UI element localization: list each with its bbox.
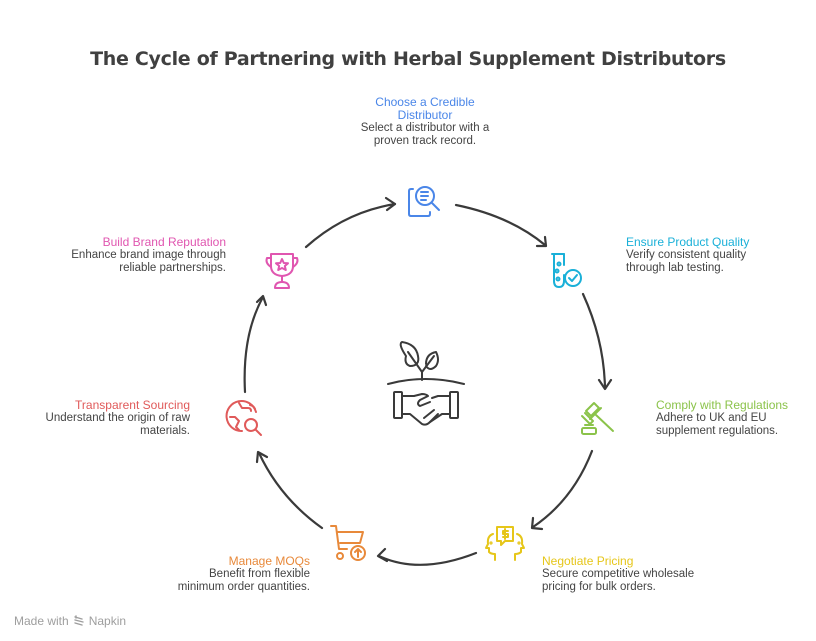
gavel-icon	[581, 402, 614, 435]
trophy-icon	[265, 253, 299, 289]
step-description: Adhere to UK and EU supplement regulatio…	[656, 412, 779, 437]
step-description: Secure competitive wholesale pricing for…	[542, 568, 695, 593]
negotiation-icon	[485, 526, 525, 561]
step-title: Transparent Sourcing	[75, 398, 190, 412]
step-description: Verify consistent quality through lab te…	[626, 249, 747, 274]
step-title: Build Brand Reputation	[102, 235, 226, 249]
test-tube-check-icon	[551, 253, 582, 288]
diagram-title: The Cycle of Partnering with Herbal Supp…	[90, 48, 726, 70]
step-build-reputation: Build Brand Reputation Enhance brand ima…	[60, 236, 226, 275]
arrow-4-to-5	[376, 547, 478, 566]
step-negotiate-pricing: Negotiate Pricing Secure competitive who…	[542, 555, 722, 594]
step-title: Negotiate Pricing	[542, 554, 634, 568]
arrow-1-to-2	[454, 203, 548, 248]
document-search-icon	[408, 186, 440, 217]
step-title: Comply with Regulations	[656, 398, 789, 412]
arrow-7-to-1	[304, 196, 397, 249]
footer-made-with: Made with	[14, 614, 69, 628]
step-manage-moqs: Manage MOQs Benefit from flexible minimu…	[150, 555, 310, 594]
step-title: Manage MOQs	[228, 554, 310, 568]
globe-search-icon	[225, 400, 262, 436]
step-transparent-sourcing: Transparent Sourcing Understand the orig…	[40, 399, 190, 438]
cart-upload-icon	[330, 525, 366, 561]
step-choose-distributor: Choose a Credible Distributor Select a d…	[350, 96, 500, 148]
plant-handshake-icon	[387, 341, 465, 426]
arrow-6-to-7	[243, 294, 268, 394]
arrow-5-to-6	[255, 450, 324, 530]
footer-brand: Napkin	[88, 614, 127, 628]
arrow-2-to-3	[581, 292, 613, 391]
footer-watermark: Made with Napkin	[14, 614, 126, 628]
napkin-logo-icon	[74, 615, 84, 626]
step-title: Choose a Credible Distributor	[375, 95, 475, 122]
step-description: Understand the origin of raw materials.	[45, 412, 190, 437]
step-description: Benefit from flexible minimum order quan…	[177, 568, 310, 593]
step-title: Ensure Product Quality	[626, 235, 750, 249]
step-description: Select a distributor with a proven track…	[360, 122, 490, 147]
step-comply-regulations: Comply with Regulations Adhere to UK and…	[656, 399, 816, 438]
step-ensure-quality: Ensure Product Quality Verify consistent…	[626, 236, 796, 275]
step-description: Enhance brand image through reliable par…	[71, 249, 226, 274]
arrow-3-to-4	[530, 449, 594, 531]
